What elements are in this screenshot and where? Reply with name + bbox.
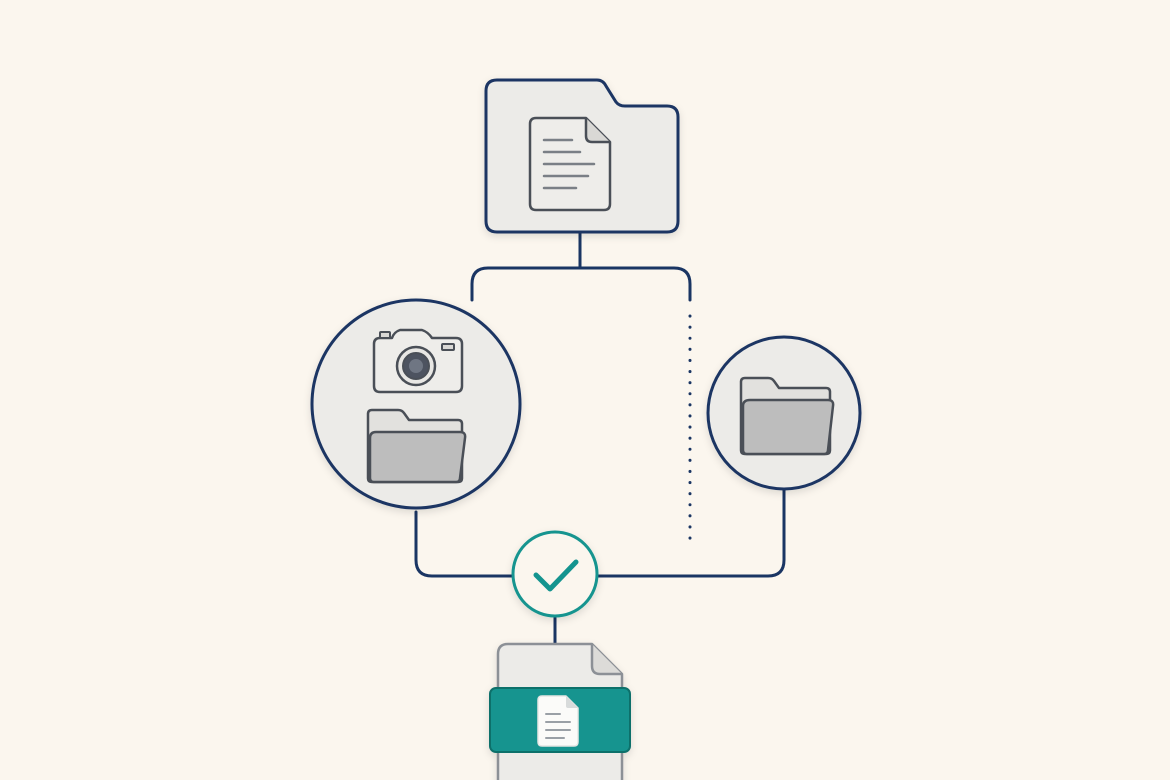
document-icon [528, 116, 612, 212]
camera-icon [372, 328, 464, 394]
document-icon [537, 695, 579, 747]
left-circle-shape [310, 298, 522, 510]
checkpoint-shape [511, 530, 599, 618]
left-circle-node[interactable] [310, 298, 522, 510]
checkpoint-node[interactable] [511, 530, 599, 618]
folder-icon [366, 408, 467, 484]
connectors [414, 230, 786, 646]
edge-source-branch [470, 266, 692, 302]
checkmark-icon [533, 559, 579, 592]
edge-left-to-check [414, 510, 514, 578]
edge-right-to-check [596, 488, 786, 578]
folder-icon [739, 376, 835, 456]
output-document-fold [590, 644, 622, 676]
